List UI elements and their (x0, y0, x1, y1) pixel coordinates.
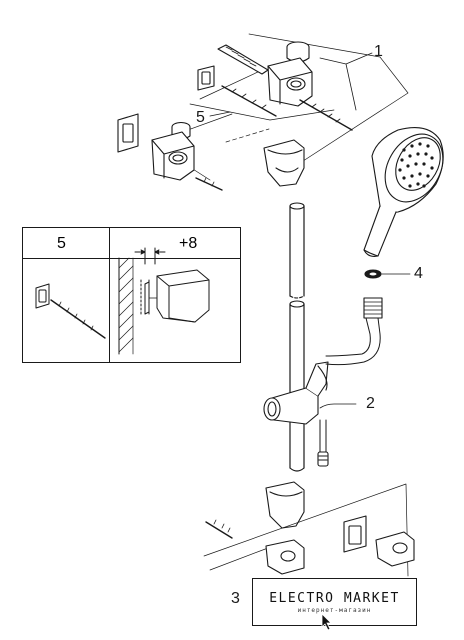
inset-detail-panel: 5 +8 (22, 227, 241, 363)
inset-header-row (23, 228, 240, 259)
store-logo-name: ELECTRO MARKET (269, 591, 400, 606)
leader-lines (209, 52, 411, 409)
top-bracket-assembly (151, 33, 409, 181)
callout-1: 1 (374, 43, 383, 60)
inset-drawing (35, 247, 210, 355)
inset-label-part-5: 5 (57, 235, 66, 252)
callout-3: 3 (231, 590, 240, 607)
callout-4: 4 (414, 265, 423, 282)
hand-shower (325, 127, 444, 366)
bottom-bracket-assembly (203, 483, 415, 577)
cursor-icon (321, 613, 332, 631)
store-logo: ELECTRO MARKET интернет-магазин (252, 578, 417, 631)
store-logo-subtitle: интернет-магазин (297, 607, 372, 614)
left-bracket-assembly (117, 113, 223, 191)
slide-rail (263, 139, 329, 529)
callout-2: 2 (366, 395, 375, 412)
inset-label-spacing: +8 (179, 235, 198, 252)
inset-divider (109, 228, 110, 362)
callout-5: 5 (196, 109, 205, 126)
